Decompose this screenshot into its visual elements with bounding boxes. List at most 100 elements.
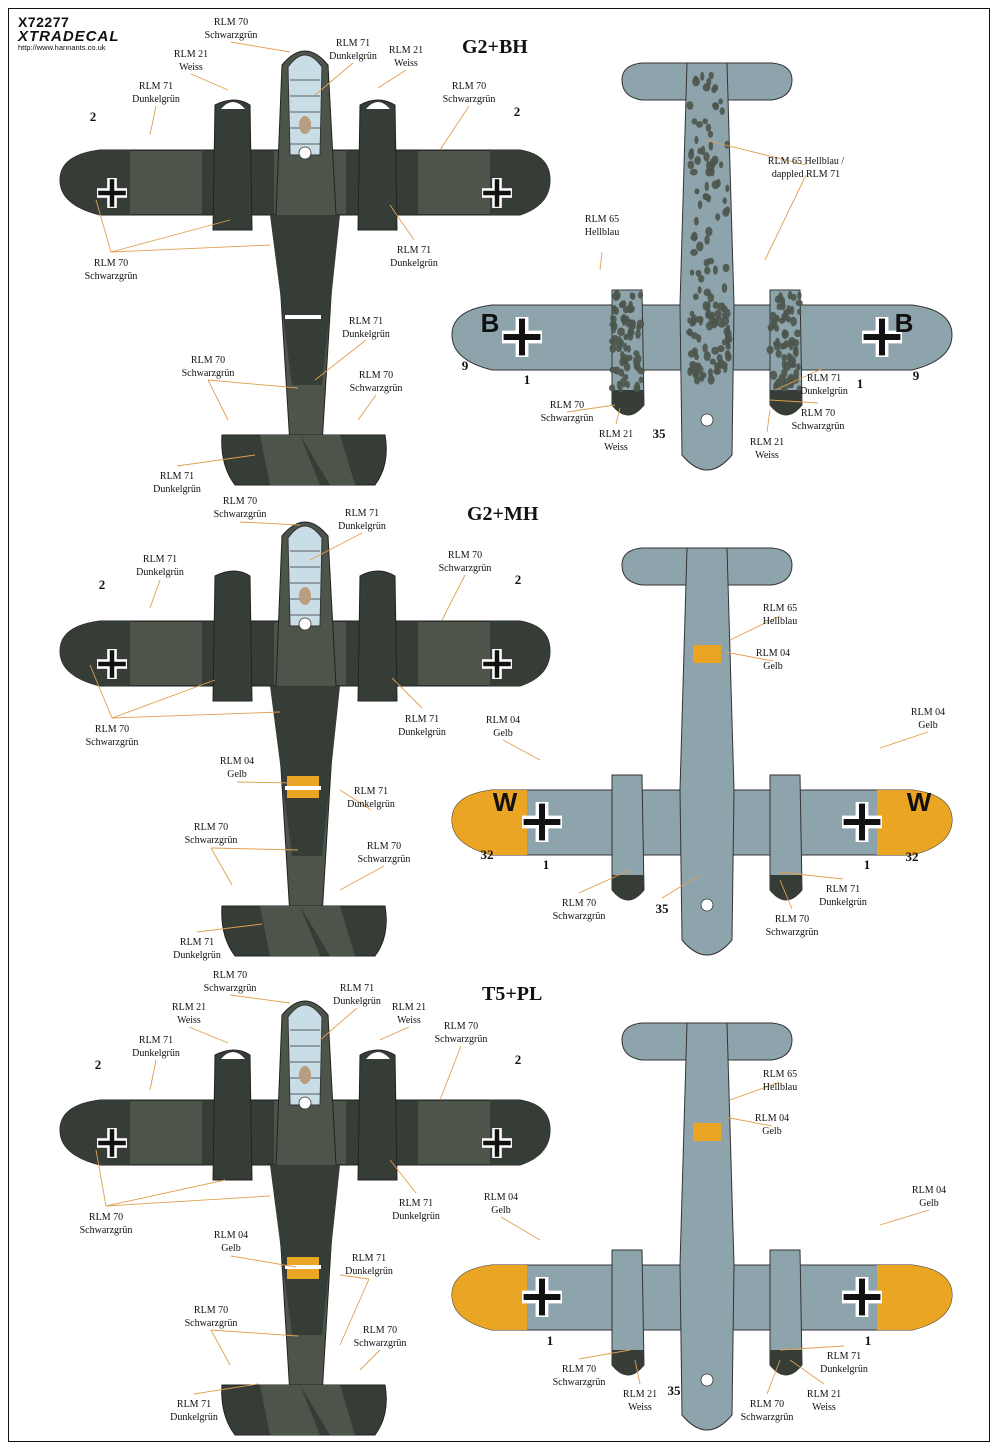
- dapple-spot: [723, 327, 731, 336]
- dapple-spot: [794, 348, 799, 358]
- dapple-spot: [712, 265, 718, 275]
- dapple-spot: [687, 349, 696, 358]
- brand-logo: X72277 XTRADECAL http://www.hannants.co.…: [18, 14, 120, 52]
- dapple-spot: [788, 336, 797, 347]
- nacelle-nose: [770, 390, 802, 415]
- color-callout: RLM 71 Dunkelgrün: [333, 983, 381, 1007]
- fuselage-panel: [270, 215, 340, 385]
- color-callout: RLM 21 Weiss: [171, 1002, 207, 1026]
- color-callout: RLM 71 Dunkelgrün: [170, 1399, 218, 1423]
- dapple-spot: [787, 379, 792, 389]
- leader-line: [105, 1179, 226, 1207]
- color-callout: RLM 70 Schwarzgrün: [84, 258, 138, 282]
- nacelle-nose: [770, 875, 802, 900]
- dapple-spot: [769, 370, 778, 380]
- color-callout: RLM 21 Weiss: [622, 1389, 658, 1413]
- tailplane-panel: [300, 906, 355, 956]
- color-callout: RLM 71 Dunkelgrün: [390, 245, 438, 269]
- nacelle-nose: [612, 1350, 644, 1375]
- dapple-spot: [721, 283, 728, 293]
- color-callout: RLM 70 Schwarzgrün: [552, 1364, 606, 1388]
- balkenkreuz: [98, 661, 126, 667]
- leader-line: [111, 711, 281, 719]
- leader-line: [239, 521, 301, 526]
- aircraft-top-view: [59, 1000, 551, 1436]
- color-callout: RLM 70 Schwarzgrün: [552, 898, 606, 922]
- engine-nacelle: [212, 1049, 253, 1181]
- dapple-spot: [707, 293, 715, 303]
- dapple-spot: [704, 266, 711, 275]
- brand-url: http://www.hannants.co.uk: [18, 43, 106, 52]
- leader-line: [566, 404, 616, 413]
- dapple-spot: [707, 374, 715, 385]
- dapple-spot: [705, 226, 713, 237]
- dapple-spot: [696, 315, 704, 323]
- dapple-spot: [690, 332, 699, 340]
- dapple-spot: [622, 373, 629, 381]
- color-callout: RLM 70 Schwarzgrün: [204, 17, 258, 41]
- dapple-spot: [794, 329, 802, 338]
- tailplane-panel: [260, 906, 320, 956]
- leader-line: [634, 1359, 641, 1385]
- color-callout: RLM 04 Gelb: [910, 707, 946, 731]
- dapple-spot: [611, 306, 617, 315]
- dapple-spot: [611, 334, 619, 342]
- dapple-spot: [715, 178, 721, 188]
- camouflage-stripe: [418, 1101, 490, 1164]
- balkenkreuz: [483, 190, 511, 196]
- dapple-spot: [634, 381, 641, 390]
- dapple-spot: [696, 334, 702, 343]
- dapple-spot: [689, 168, 698, 176]
- code-letter: B: [895, 308, 914, 338]
- dapple-spot: [691, 231, 698, 242]
- camouflage-stripe: [130, 622, 202, 685]
- color-callout: RLM 71 Dunkelgrün: [800, 373, 848, 397]
- gun-position: [700, 898, 714, 912]
- dapple-spot: [781, 368, 788, 378]
- gun-ring: [298, 146, 312, 160]
- leader-line: [357, 394, 377, 421]
- leader-line: [615, 407, 621, 425]
- decal-number: 1: [523, 372, 531, 387]
- leader-line: [389, 1159, 417, 1194]
- dapple-spot: [708, 141, 714, 151]
- dapple-spot: [703, 351, 711, 362]
- dapple-spot: [722, 197, 727, 205]
- aircraft-top-view: [59, 521, 551, 957]
- color-callout: RLM 70 Schwarzgrün: [791, 408, 845, 432]
- fuselage-panel: [270, 686, 340, 856]
- dapple-spot: [636, 319, 645, 329]
- dapple-spot: [711, 155, 719, 165]
- dapple-spot: [780, 380, 788, 387]
- dapple-spot: [690, 248, 698, 256]
- gun-ring: [298, 1096, 312, 1110]
- color-callout: RLM 71 Dunkelgrün: [820, 1351, 868, 1375]
- dapple-spot: [706, 257, 715, 265]
- color-callout: RLM 65 Hellblau: [762, 1069, 798, 1093]
- dapple-spot: [717, 345, 725, 353]
- dapple-spot: [714, 366, 720, 374]
- dapple-spot: [725, 343, 731, 350]
- nacelle-nose: [612, 390, 644, 415]
- yellow-wingtip: [452, 790, 527, 855]
- leader-line: [359, 1349, 381, 1371]
- leader-line: [230, 41, 291, 53]
- dapple-spot: [694, 135, 699, 145]
- camouflage-stripe: [130, 1101, 202, 1164]
- color-callout: RLM 71 Dunkelgrün: [153, 471, 201, 495]
- leader-line: [207, 379, 299, 389]
- leader-line: [339, 1274, 370, 1280]
- dapple-spot: [691, 118, 698, 125]
- leader-line: [339, 789, 372, 811]
- wing-tip: [490, 621, 550, 686]
- color-callout: RLM 71 Dunkelgrün: [132, 1035, 180, 1059]
- decal-number: 32: [480, 847, 494, 862]
- color-callout: RLM 71 Dunkelgrün: [398, 714, 446, 738]
- leader-line: [766, 1359, 781, 1395]
- dapple-spot: [615, 345, 623, 352]
- fuselage-marker: [285, 786, 321, 790]
- dapple-spot: [711, 346, 720, 355]
- dapple-spot: [626, 345, 631, 353]
- color-callout: RLM 71 Dunkelgrün: [338, 508, 386, 532]
- dapple-spot: [777, 292, 783, 302]
